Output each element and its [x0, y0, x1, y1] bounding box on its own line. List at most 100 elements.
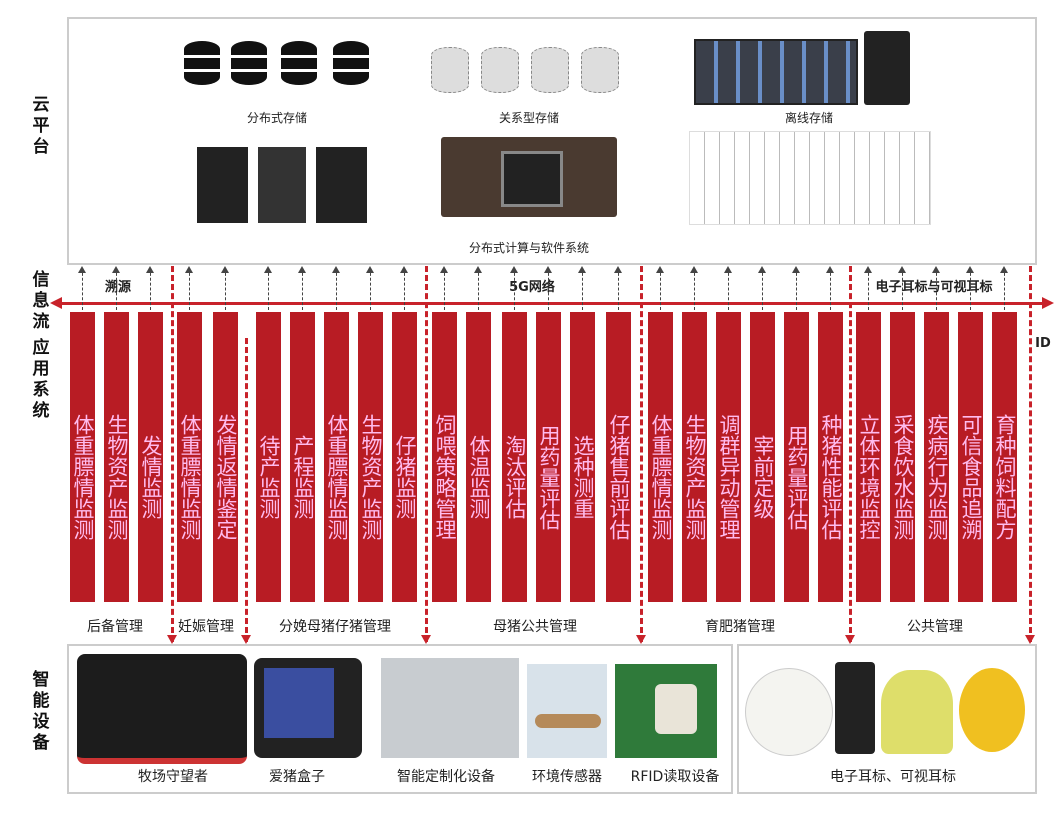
- cloud-platform-panel: 分布式存储 关系型存储 离线存储 分布式计算与软件系统: [67, 17, 1037, 265]
- device-label: 爱猪盒子: [269, 769, 325, 785]
- app-module[interactable]: 用药量评估: [784, 312, 809, 602]
- app-module[interactable]: 发情监测: [138, 312, 163, 602]
- disk-array-image: [864, 31, 910, 105]
- label-devices: 智能设备: [32, 670, 50, 753]
- app-module[interactable]: 生物资产监测: [104, 312, 129, 602]
- upload-arrow: [264, 266, 272, 310]
- arrow-right-icon: [1042, 297, 1054, 309]
- arrow-left-icon: [50, 297, 62, 309]
- upload-arrow: [898, 266, 906, 310]
- upload-arrow: [78, 266, 86, 310]
- eartag-image: [959, 668, 1025, 752]
- device-image: [77, 654, 247, 764]
- device-image: [615, 664, 717, 758]
- database-icon: [281, 41, 317, 85]
- database-icon: [231, 41, 267, 85]
- label-cloud: 云平台: [32, 95, 50, 157]
- device-image: [527, 664, 607, 758]
- neural-network-diagram: [689, 131, 931, 225]
- divider-line: [636, 266, 646, 644]
- group-label: 后备管理: [87, 619, 143, 635]
- app-module[interactable]: 调群异动管理: [716, 312, 741, 602]
- app-module[interactable]: 体重膘情监测: [648, 312, 673, 602]
- device-image: [381, 658, 519, 758]
- app-module[interactable]: 发情返情鉴定: [213, 312, 238, 602]
- upload-arrow: [221, 266, 229, 310]
- upload-arrow: [332, 266, 340, 310]
- app-module[interactable]: 疾病行为监测: [924, 312, 949, 602]
- app-module[interactable]: 育种饲料配方: [992, 312, 1017, 602]
- app-module[interactable]: 仔猪售前评估: [606, 312, 631, 602]
- app-module[interactable]: 体重膘情监测: [177, 312, 202, 602]
- app-module[interactable]: 选种测重: [570, 312, 595, 602]
- gpu-board-image: [441, 137, 617, 217]
- app-module[interactable]: 可信食品追溯: [958, 312, 983, 602]
- group-label: 公共管理: [907, 619, 963, 635]
- upload-arrow: [400, 266, 408, 310]
- upload-arrow: [758, 266, 766, 310]
- upload-arrow: [614, 266, 622, 310]
- upload-arrow: [864, 266, 872, 310]
- upload-arrow: [578, 266, 586, 310]
- app-module[interactable]: 产程监测: [290, 312, 315, 602]
- network-id: ID: [1035, 336, 1051, 351]
- upload-arrow: [656, 266, 664, 310]
- app-module[interactable]: 用药量评估: [536, 312, 561, 602]
- divider-line: [845, 266, 855, 644]
- app-module[interactable]: 待产监测: [256, 312, 281, 602]
- upload-arrow: [966, 266, 974, 310]
- divider-line: [241, 338, 251, 644]
- database-icon: [531, 47, 569, 93]
- app-module[interactable]: 仔猪监测: [392, 312, 417, 602]
- app-module[interactable]: 体重膘情监测: [324, 312, 349, 602]
- group-label: 分娩母猪仔猪管理: [279, 619, 391, 635]
- group-label: 母猪公共管理: [493, 619, 577, 635]
- device-image: [254, 658, 362, 758]
- network-5g: 5G网络: [509, 276, 555, 295]
- app-module[interactable]: 饲喂策略管理: [432, 312, 457, 602]
- caption-offline-storage: 离线存储: [784, 111, 834, 125]
- device-label: 智能定制化设备: [397, 769, 495, 785]
- devices-panel: [67, 644, 733, 794]
- database-icon: [581, 47, 619, 93]
- app-module[interactable]: 种猪性能评估: [818, 312, 843, 602]
- app-module[interactable]: 立体环境监控: [856, 312, 881, 602]
- upload-arrow: [510, 266, 518, 310]
- app-module[interactable]: 体温监测: [466, 312, 491, 602]
- upload-arrow: [544, 266, 552, 310]
- app-module[interactable]: 采食饮水监测: [890, 312, 915, 602]
- eartag-panel: [737, 644, 1037, 794]
- caption-relational-storage: 关系型存储: [498, 111, 560, 125]
- eartag-image: [881, 670, 953, 754]
- device-label: 电子耳标、可视耳标: [830, 769, 956, 785]
- eartag-image: [835, 662, 875, 754]
- device-label: 环境传感器: [532, 769, 602, 785]
- database-icon: [481, 47, 519, 93]
- group-label: 育肥猪管理: [705, 619, 775, 635]
- app-module[interactable]: 宰前定级: [750, 312, 775, 602]
- caption-distributed-storage: 分布式存储: [246, 111, 308, 125]
- network-trace: 溯源: [104, 276, 132, 295]
- app-module[interactable]: 生物资产监测: [358, 312, 383, 602]
- divider-line: [167, 266, 177, 644]
- app-module[interactable]: 淘汰评估: [502, 312, 527, 602]
- server-rack-image: [197, 147, 367, 223]
- group-label: 妊娠管理: [178, 619, 234, 635]
- eartag-image: [745, 668, 833, 756]
- upload-arrow: [185, 266, 193, 310]
- database-icon: [184, 41, 220, 85]
- upload-arrow: [690, 266, 698, 310]
- network-eartag: 电子耳标与可视耳标: [875, 276, 993, 295]
- app-module[interactable]: 生物资产监测: [682, 312, 707, 602]
- upload-arrow: [932, 266, 940, 310]
- label-app-system: 应用系统: [32, 338, 50, 421]
- upload-arrow: [724, 266, 732, 310]
- divider-line: [421, 266, 431, 644]
- upload-arrow: [440, 266, 448, 310]
- app-module[interactable]: 体重膘情监测: [70, 312, 95, 602]
- upload-arrow: [792, 266, 800, 310]
- upload-arrow: [298, 266, 306, 310]
- info-flow-arrow: [58, 302, 1044, 305]
- upload-arrow: [112, 266, 120, 310]
